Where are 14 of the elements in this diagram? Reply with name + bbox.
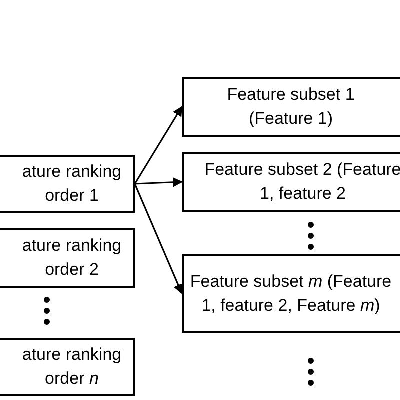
arrow xyxy=(134,177,183,188)
box-label: Feature subset m (Feature 1, feature 2, Feature m) xyxy=(190,270,392,316)
box-label: ature ranking order n xyxy=(21,344,123,390)
process-box xyxy=(0,228,135,288)
box-label: Feature subset 1 (Feature 1) xyxy=(226,84,356,130)
box-label: ature ranking order 1 xyxy=(21,161,123,207)
process-box xyxy=(182,254,400,333)
arrow xyxy=(134,106,183,184)
process-box xyxy=(0,338,135,396)
process-box xyxy=(182,77,400,137)
process-box xyxy=(0,155,135,213)
process-box xyxy=(182,152,400,212)
arrow xyxy=(134,184,184,294)
box-label: ature ranking order 2 xyxy=(21,235,123,281)
